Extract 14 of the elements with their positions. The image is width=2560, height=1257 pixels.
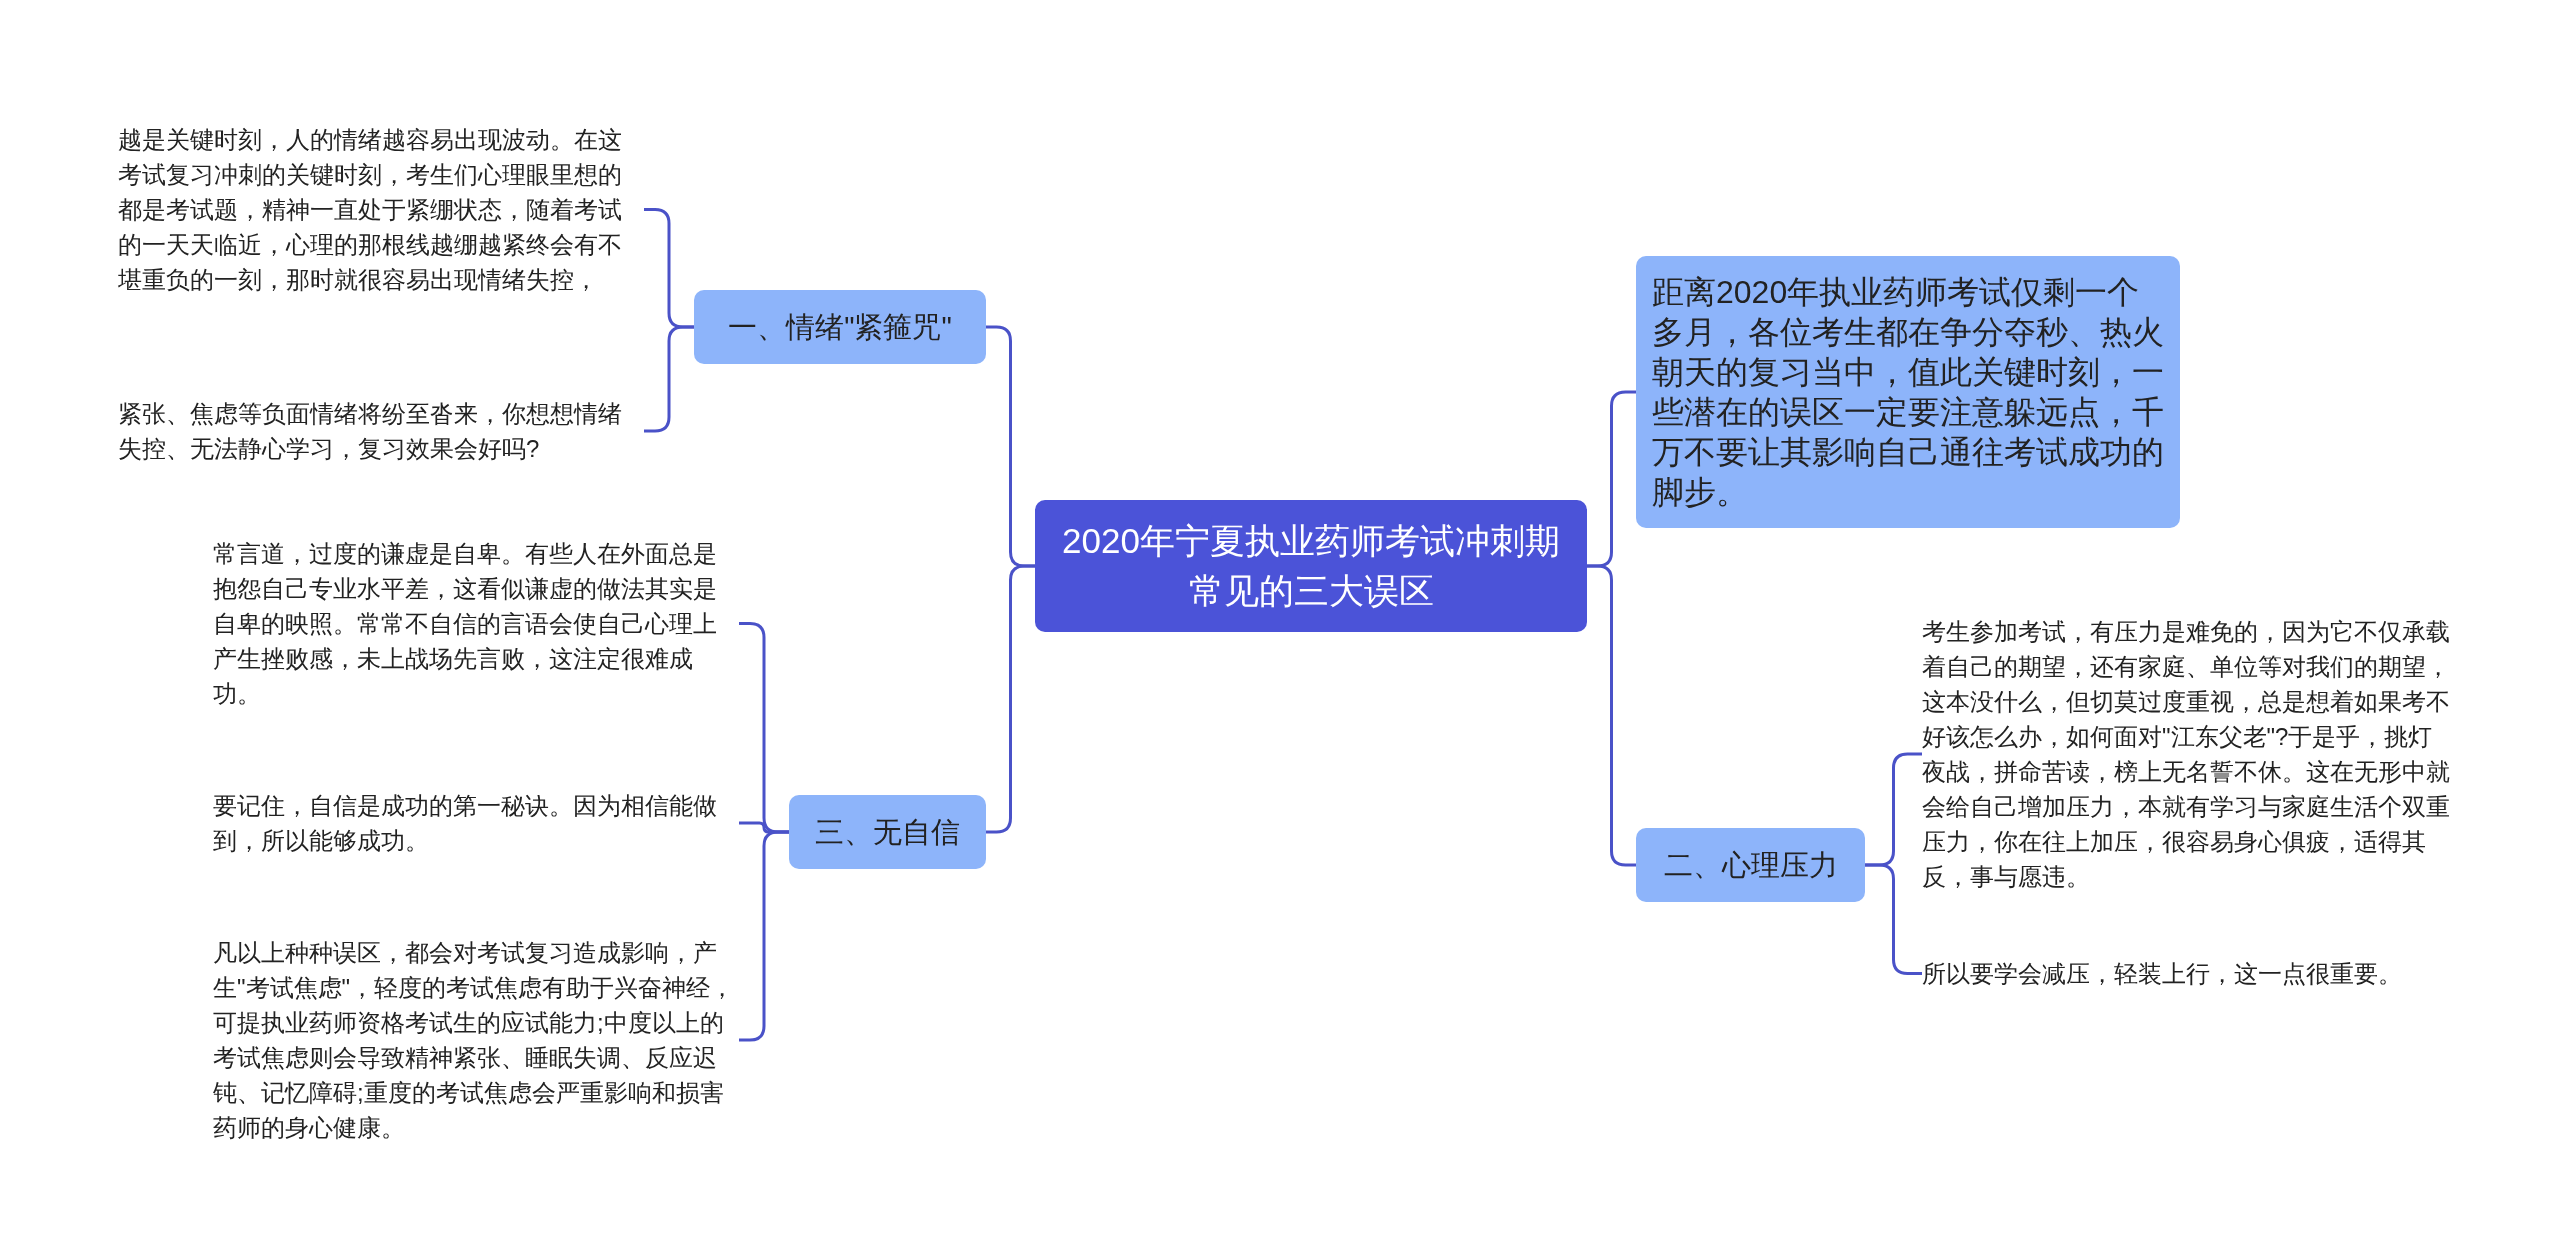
note-text: 所以要学会减压，轻装上行，这一点很重要。 xyxy=(1922,956,2452,991)
topic-box: 距离2020年执业药师考试仅剩一个多月，各位考生都在争分夺秒、热火朝天的复习当中，值此关键时刻，一些潜在的误区一定要注意躲远点，千万不要让其影响自己通往考试成功的脚步。 xyxy=(1636,256,2180,528)
note-text: 要记住，自信是成功的第一秘诀。因为相信能做到，所以能够成功。 xyxy=(213,788,739,858)
connector-line xyxy=(986,564,1035,834)
central-topic-box: 2020年宁夏执业药师考试冲刺期常见的三大误区 xyxy=(1035,500,1587,632)
note-text: 凡以上种种误区，都会对考试复习造成影响，产生"考试焦虑"，轻度的考试焦虑有助于兴奋神经，可提执业药师资格考试生的应试能力;中度以上的考试焦虑则会导致精神紧张、睡眠失调、反应迟钝、记忆障碍;重度的考试焦虑会严重影响和损害药师的身心健康。 xyxy=(213,935,739,1145)
topic-box: 二、心理压力 xyxy=(1636,828,1865,902)
connector-line xyxy=(1587,564,1636,867)
note-text: 常言道，过度的谦虚是自卑。有些人在外面总是抱怨自己专业水平差，这看似谦虚的做法其实是自卑的映照。常常不自信的言语会使自己心理上产生挫败感，未上战场先言败，这注定很难成功。 xyxy=(213,536,739,711)
note-text: 紧张、焦虑等负面情绪将纷至沓来，你想想情绪失控、无法静心学习，复习效果会好吗? xyxy=(118,396,644,466)
note-text: 越是关键时刻，人的情绪越容易出现波动。在这考试复习冲刺的关键时刻，考生们心理眼里想的都是考试题，精神一直处于紧绷状态，随着考试的一天天临近，心理的那根线越绷越紧终会有不堪重负的一刻，那时就很容易出现情绪失控， xyxy=(118,122,644,297)
topic-box: 三、无自信 xyxy=(789,795,986,869)
topic-box: 一、情绪"紧箍咒" xyxy=(694,290,986,364)
note-text: 考生参加考试，有压力是难免的，因为它不仅承载着自己的期望，还有家庭、单位等对我们的期望，这本没什么，但切莫过度重视，总是想着如果考不好该怎么办，如何面对"江东父老"?于是乎，挑灯夜战，拼命苦读，榜上无名誓不休。这在无形中就会给自己增加压力，本就有学习与家庭生活个双重压力，你在往上加压，很容易身心俱疲，适得其反，事与愿违。 xyxy=(1922,614,2452,894)
